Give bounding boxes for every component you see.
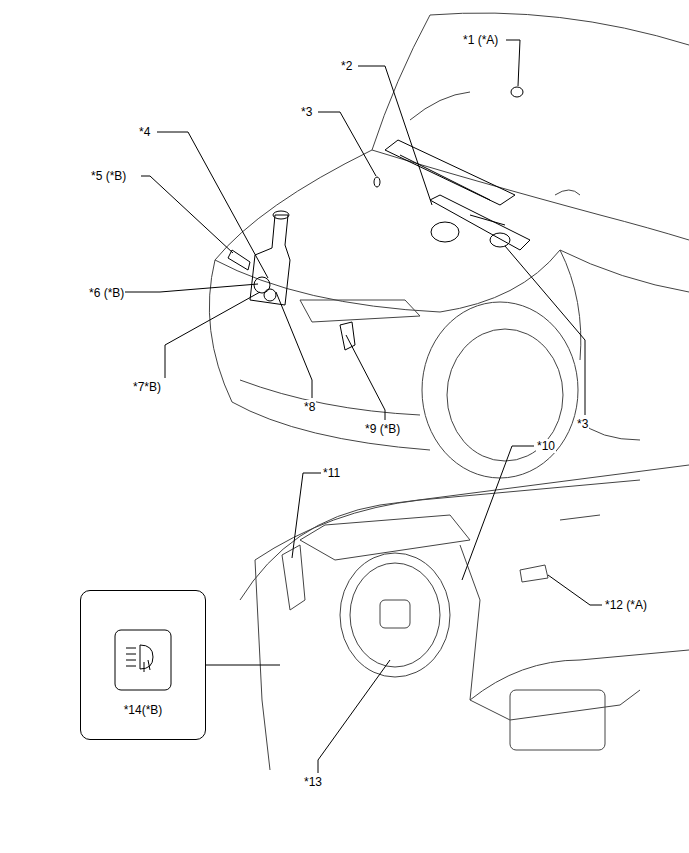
leader-lines (120, 40, 602, 773)
callout-number: *4 (138, 125, 151, 139)
callout-number: *13 (303, 775, 323, 789)
inset-box: *14(*B) (80, 590, 206, 740)
callout-number: *3 (576, 417, 589, 431)
callout-number: *11 (322, 466, 341, 480)
callout-number: *10 (536, 439, 556, 453)
callout-number: *3 (300, 105, 313, 119)
callout-number: *1 (*A) (462, 33, 499, 47)
callout-number: *8 (303, 400, 316, 414)
callout-number: *14(*B) (81, 703, 205, 717)
wiper-assembly (374, 87, 530, 250)
dashboard-outline (240, 465, 689, 770)
car-outline (209, 13, 689, 478)
callout-number: *9 (*B) (364, 422, 401, 436)
callout-number: *5 (*B) (90, 169, 127, 183)
callout-number: *2 (340, 59, 353, 73)
callout-number: *7*B) (132, 380, 162, 394)
callout-number: *6 (*B) (88, 286, 125, 300)
headlight-cleaner-switch-icon (115, 630, 171, 690)
callout-number: *12 (*A) (604, 598, 648, 612)
